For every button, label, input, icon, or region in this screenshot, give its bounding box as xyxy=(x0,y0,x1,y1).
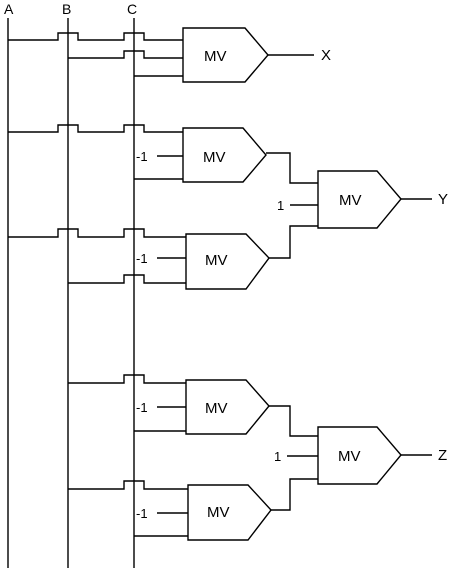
mv-gate-2-label: MV xyxy=(203,149,226,166)
const-one-gz: 1 xyxy=(274,449,281,464)
wire-g2-to-gy xyxy=(266,152,318,184)
wire-g5-to-gz xyxy=(271,478,318,511)
bus-label-b: B xyxy=(62,1,71,17)
mv-gate-4-label: MV xyxy=(205,400,228,417)
output-y-label: Y xyxy=(438,191,448,208)
wire-b-to-g1 xyxy=(68,50,183,59)
const-neg-one-g2: -1 xyxy=(136,149,148,164)
const-neg-one-g4: -1 xyxy=(136,400,148,415)
wire-g3-to-gy xyxy=(269,225,318,259)
mv-gate-1-label: MV xyxy=(204,48,227,65)
mv-gate-3 xyxy=(185,233,270,290)
bus-label-c: C xyxy=(127,1,137,17)
mv-gate-4 xyxy=(185,379,270,435)
output-z-label: Z xyxy=(438,447,447,464)
wire-b-to-g4 xyxy=(68,374,186,384)
mv-gate-y xyxy=(317,170,402,229)
mv-gate-3-label: MV xyxy=(205,252,228,269)
wire-a-to-g1 xyxy=(8,32,183,41)
const-one-gy: 1 xyxy=(277,198,284,213)
wire-b-to-g3 xyxy=(68,274,186,284)
mv-gate-2 xyxy=(182,127,267,183)
mv-gate-y-label: MV xyxy=(339,192,362,209)
mv-gate-z-label: MV xyxy=(338,448,361,465)
const-neg-one-g3: -1 xyxy=(136,251,148,266)
bus-label-a: A xyxy=(4,1,14,17)
wire-b-to-g5 xyxy=(68,480,188,490)
wire-g4-to-gz xyxy=(269,405,318,437)
wire-a-to-g3 xyxy=(8,228,186,238)
mv-gate-5 xyxy=(187,484,272,541)
mv-gate-5-label: MV xyxy=(207,504,230,521)
mv-gate-1 xyxy=(182,27,269,83)
mv-gate-z xyxy=(317,426,402,485)
wire-a-to-g2 xyxy=(8,124,183,133)
output-x-label: X xyxy=(321,47,331,64)
const-neg-one-g5: -1 xyxy=(136,506,148,521)
